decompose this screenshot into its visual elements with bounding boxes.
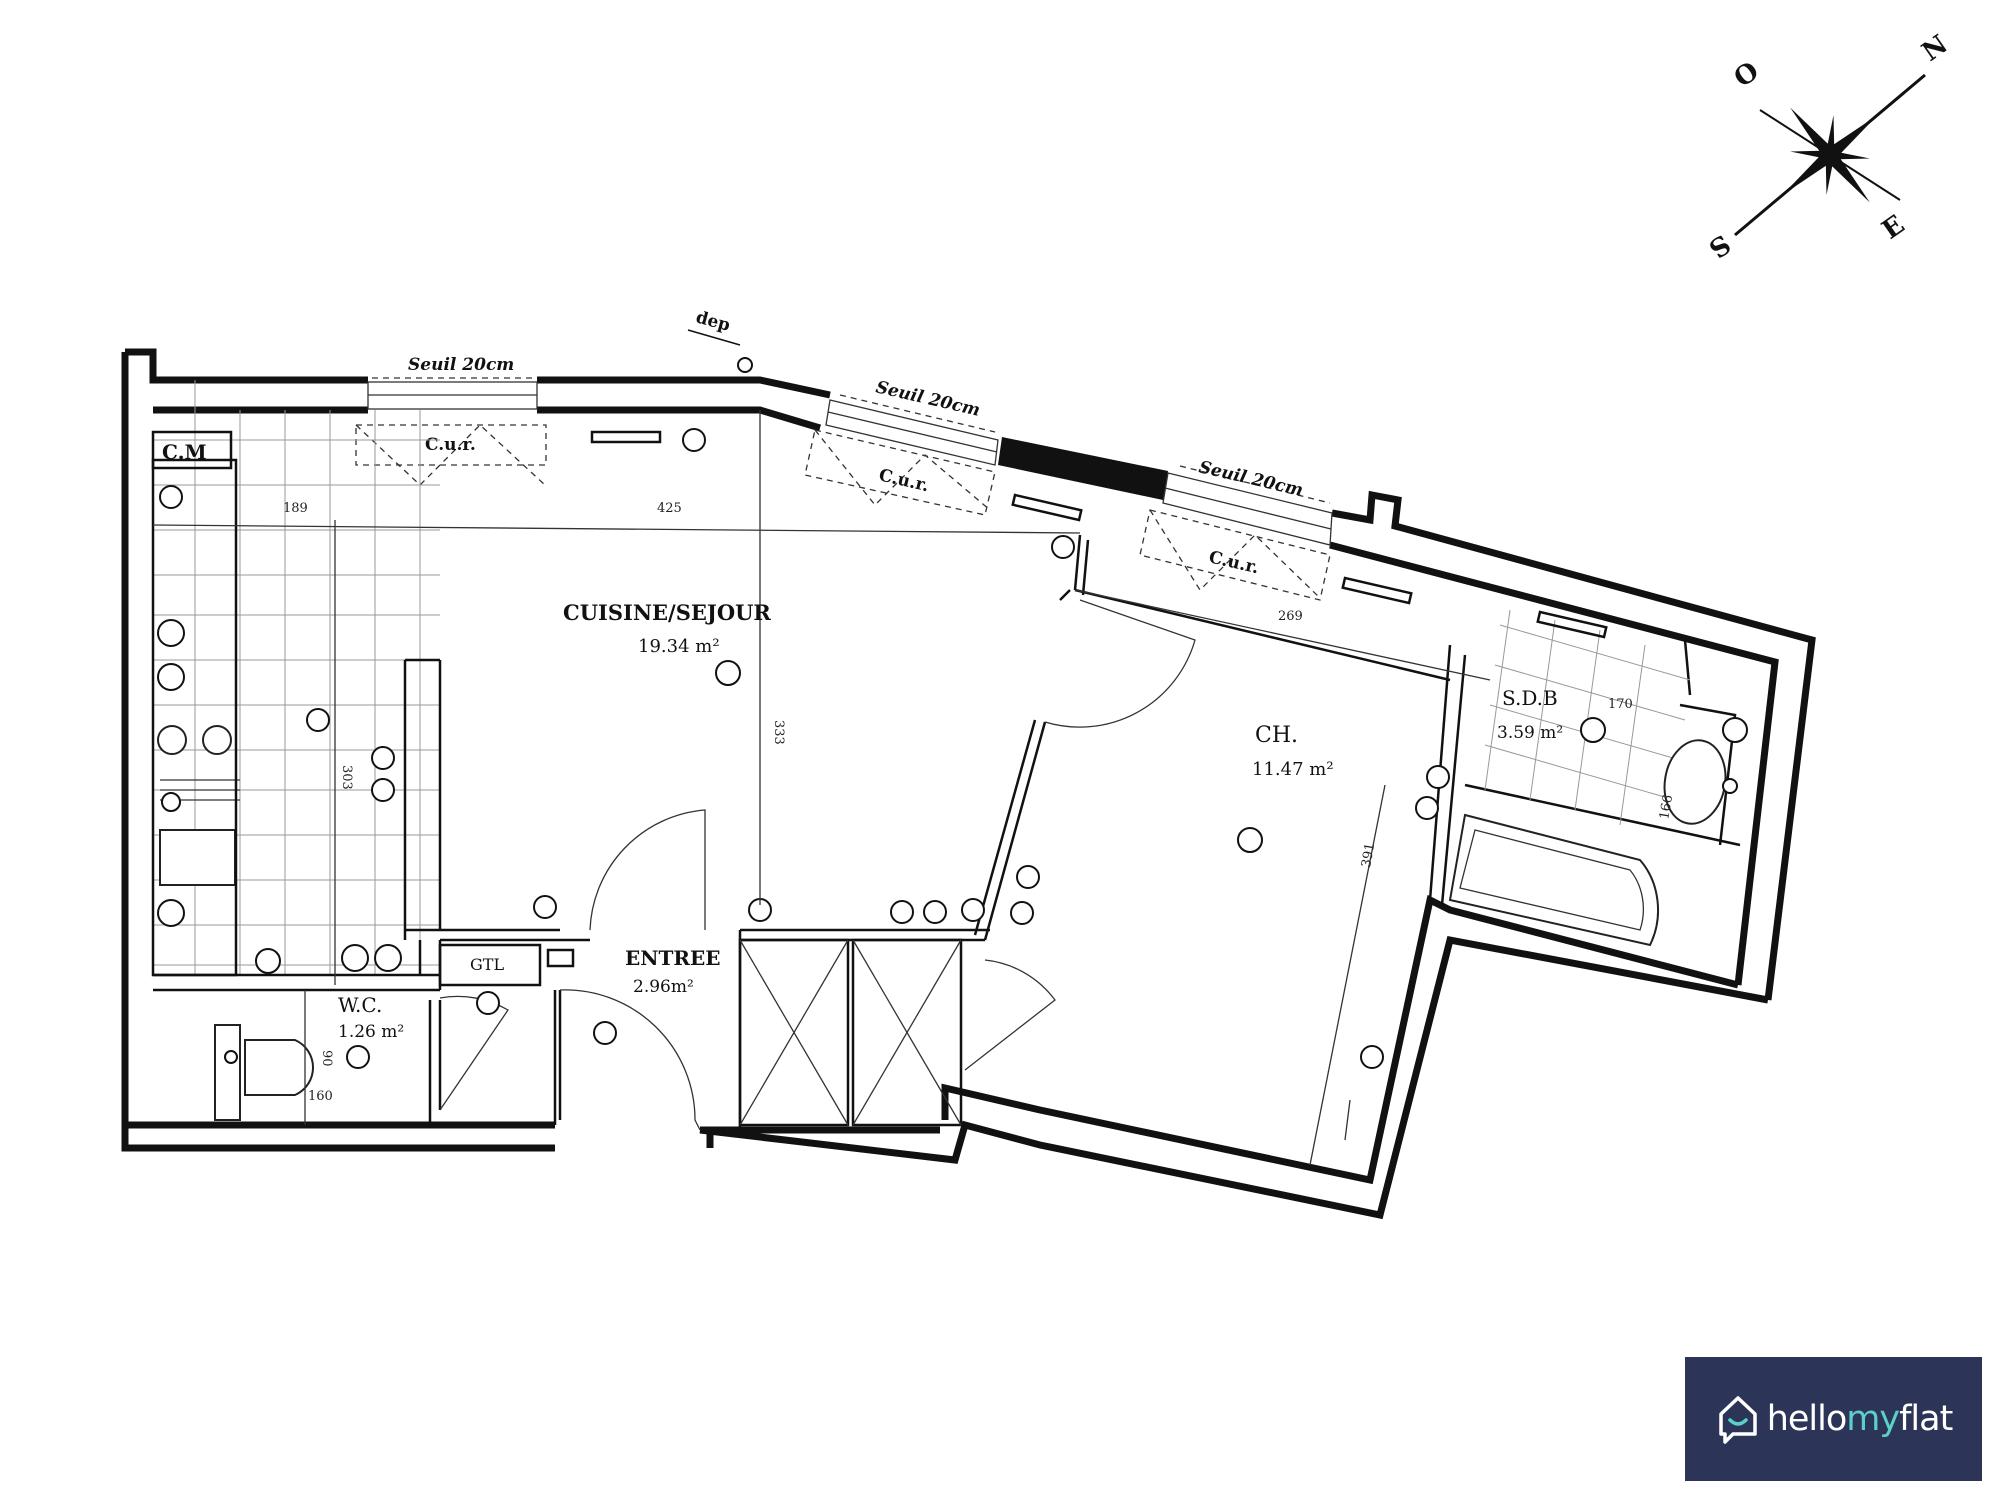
dim-160: 160 (308, 1089, 333, 1104)
exterior-walls (121, 348, 1816, 1220)
compass-south: S (1703, 228, 1736, 263)
compass-east: E (1877, 210, 1910, 246)
windows (367, 377, 1333, 546)
cm-label: C.M (162, 440, 207, 464)
seuil-label-1: Seuil 20cm (408, 355, 514, 375)
compass-west: O (1729, 56, 1765, 94)
room-cuisine-sejour-name: CUISINE/SEJOUR (563, 600, 771, 625)
dep-label: dep (694, 308, 733, 336)
compass-star-icon (1734, 73, 1926, 237)
room-chambre-name: CH. (1255, 723, 1298, 748)
dim-90: 90 (319, 1050, 334, 1067)
toilet-tank-icon (214, 1024, 241, 1121)
cur-label-2: C.u.r. (877, 465, 931, 496)
room-cuisine-sejour-area: 19.34 m² (638, 636, 720, 657)
dim-303: 303 (339, 765, 354, 790)
closet-door-swing (964, 959, 1056, 1071)
dim-391: 391 (1359, 842, 1378, 869)
socket-icons (157, 428, 1748, 1069)
downpipe-icon (737, 357, 753, 373)
kitchen-tile-grid (153, 380, 440, 975)
bedroom-door-swing (1044, 599, 1196, 728)
gtl-box (438, 943, 542, 987)
window-swings (355, 424, 1331, 601)
room-entree-name: ENTREE (625, 946, 721, 970)
home-chat-icon (1718, 1396, 1757, 1444)
interior-walls (153, 534, 1741, 1130)
dim-425: 425 (657, 501, 682, 516)
dimension-lines (152, 410, 1491, 1166)
room-wc-name: W.C. (338, 993, 382, 1017)
dim-170: 170 (1608, 697, 1633, 712)
seuil-label-3: Seuil 20cm (1197, 457, 1305, 500)
brand-name-mid: my (1846, 1399, 1900, 1439)
toilet-bowl-icon (244, 1039, 315, 1096)
entrance-door-swing (559, 989, 701, 1131)
brand-name-prefix: hello (1766, 1399, 1848, 1439)
room-sdb-name: S.D.B (1502, 686, 1558, 710)
cur-label-3: C.u.r. (1207, 547, 1261, 578)
bathroom-tile-grid (1484, 609, 1691, 826)
compass-rose: N O E S (1703, 30, 1954, 264)
brand-name: hellomyflat (1766, 1399, 1954, 1439)
compass-north: N (1917, 30, 1954, 68)
gtl-label: GTL (470, 955, 504, 974)
cm-box (151, 430, 233, 470)
kitchen-door-swing (589, 809, 706, 931)
dim-333: 333 (771, 720, 786, 745)
dim-269: 269 (1278, 609, 1303, 624)
dim-189: 189 (283, 501, 308, 516)
wc-door-swing (439, 995, 509, 1111)
cur-label-1: C.u.r. (425, 435, 476, 455)
fixtures (151, 430, 1737, 1121)
doors (439, 599, 1351, 1141)
closets (738, 938, 963, 1127)
room-chambre-area: 11.47 m² (1252, 759, 1334, 780)
hellomyflat-logo: hellomyflat (1685, 1357, 1982, 1481)
brand-name-suffix: flat (1899, 1399, 1953, 1439)
bathtub-icon (1448, 813, 1659, 947)
room-wc-area: 1.26 m² (338, 1022, 404, 1042)
room-sdb-area: 3.59 m² (1497, 723, 1563, 743)
dim-166: 166 (1657, 794, 1676, 821)
room-entree-area: 2.96m² (633, 977, 694, 997)
